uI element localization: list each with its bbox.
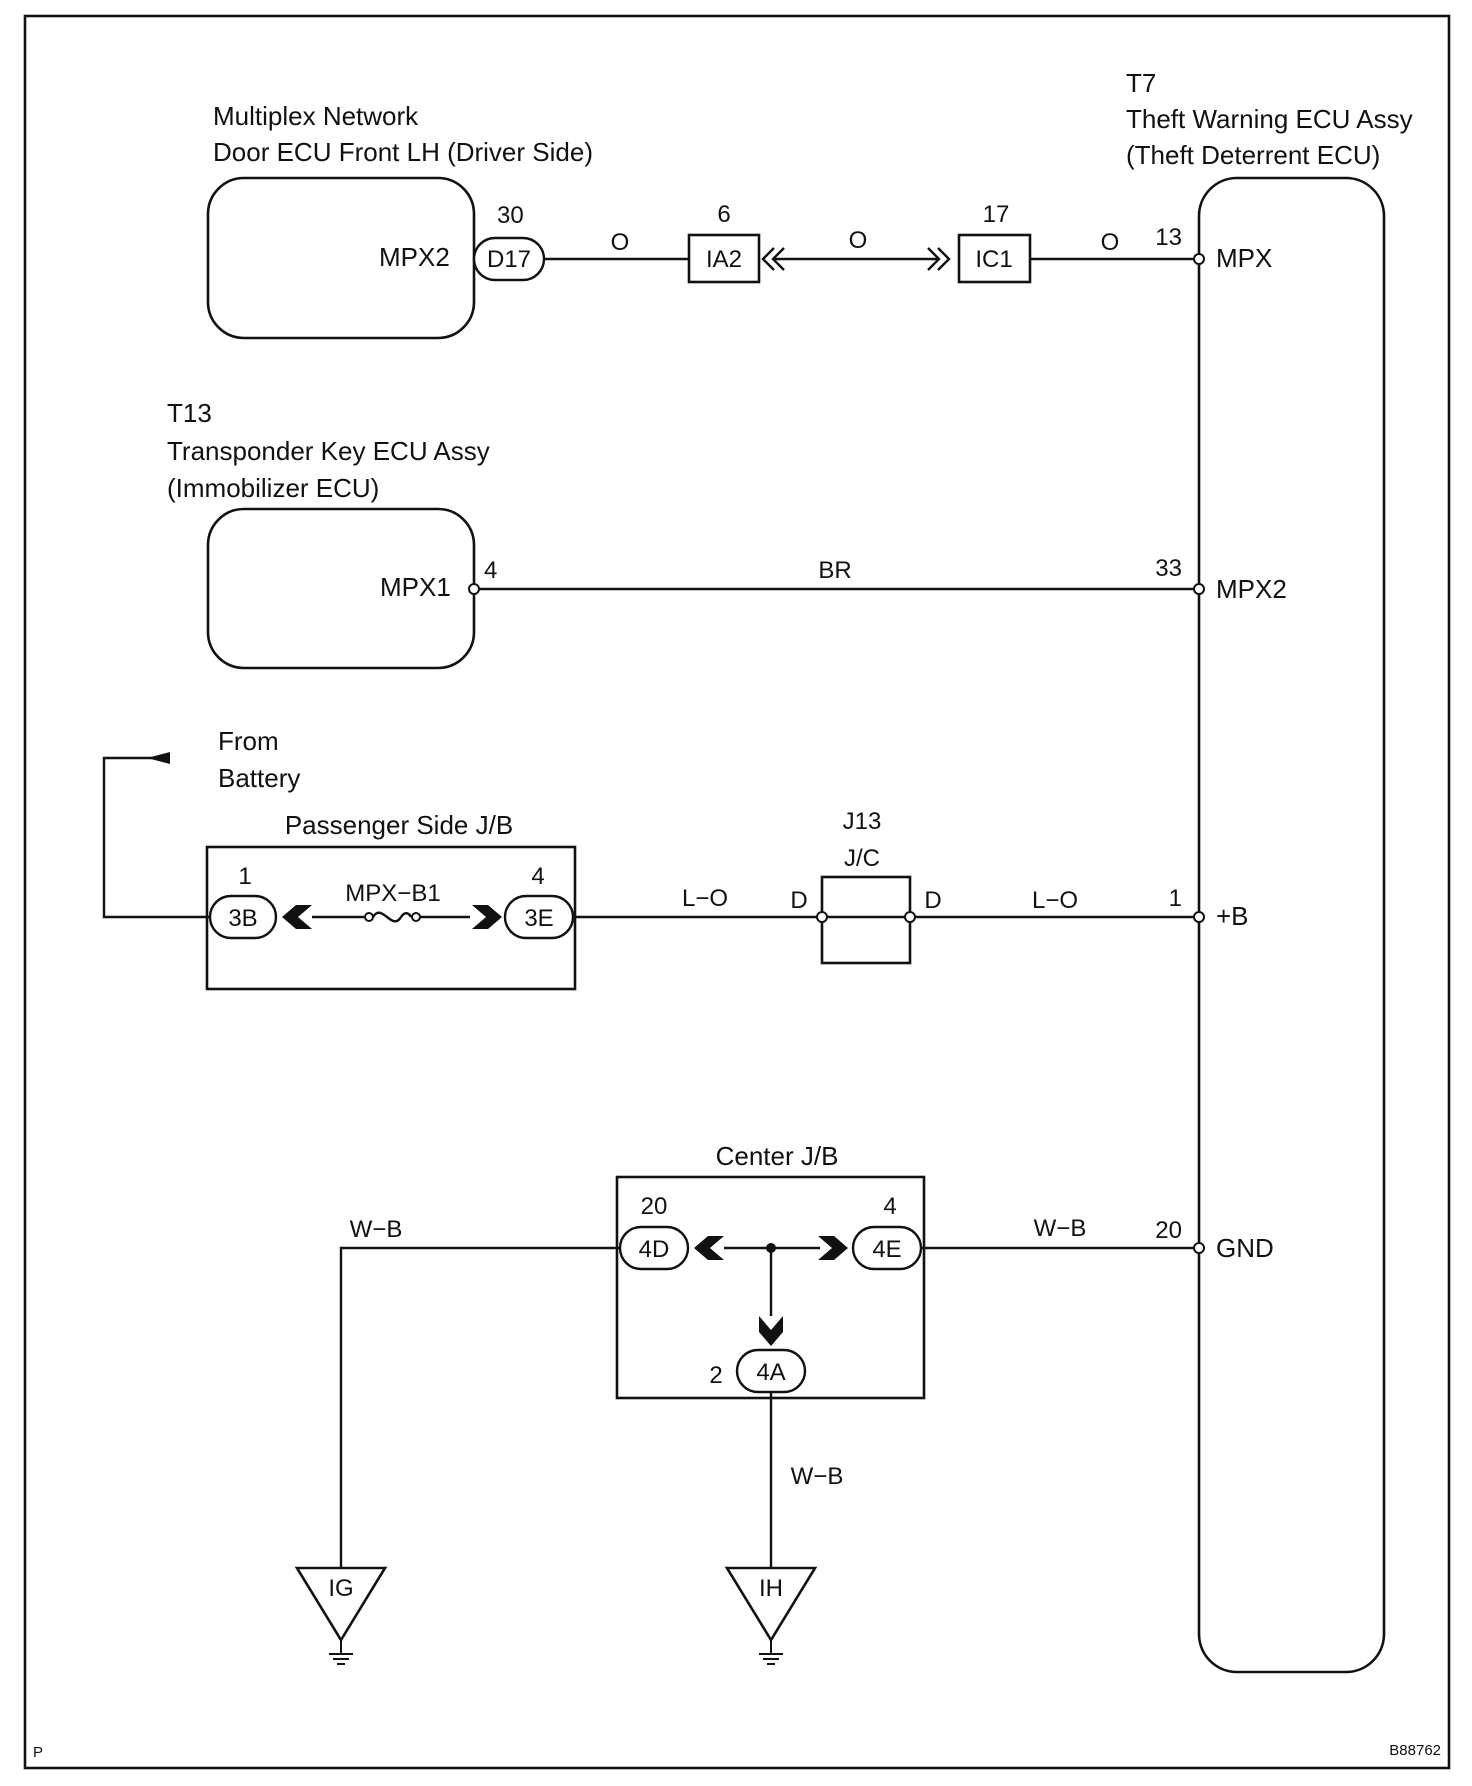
wire-lo-2-label: L−O: [1032, 887, 1078, 914]
transponder-ecu-title-line2: (Immobilizer ECU): [167, 473, 379, 503]
fuse-terminal-left: [364, 912, 374, 922]
wire-lo-1-label: L−O: [682, 885, 728, 912]
theft-pin-13-node: [1193, 253, 1205, 265]
chevron-right-icon: [472, 905, 502, 929]
wire-wb-left: [339, 1246, 620, 1568]
jc-box: [820, 875, 912, 965]
center-jb-title: Center J/B: [716, 1141, 839, 1171]
battery-label-line2: Battery: [218, 763, 300, 793]
arrow-right-icon: [927, 247, 951, 271]
chevron-left-icon: [282, 905, 312, 929]
junction-ic1-label: IC1: [975, 246, 1012, 273]
transponder-ecu-title-line1: Transponder Key ECU Assy: [167, 436, 490, 466]
connector-4d-label: 4D: [639, 1236, 670, 1263]
theft-ecu-box: [1197, 176, 1386, 1674]
junction-ia2: [687, 233, 761, 284]
connector-3e-label: 3E: [524, 905, 553, 932]
theft-pin-20-number: 20: [1155, 1217, 1182, 1244]
jc-left-pin: D: [790, 887, 807, 914]
wire-o-2-label: O: [849, 227, 868, 254]
battery-label-line1: From: [218, 726, 279, 756]
wire-o-1-label: O: [611, 229, 630, 256]
wire-from-battery: [102, 756, 210, 919]
theft-ecu-title-line1: Theft Warning ECU Assy: [1126, 104, 1413, 134]
connector-4a-label: 4A: [756, 1359, 785, 1386]
theft-pin-1-node: [1193, 911, 1205, 923]
door-ecu-pin-name: MPX2: [379, 242, 450, 272]
wire-o-3-label: O: [1101, 229, 1120, 256]
ground-ig-icon: [329, 1640, 353, 1665]
passenger-jb-right-pin: 4: [531, 863, 544, 890]
wire-br-label: BR: [818, 557, 851, 584]
connector-3b: [208, 894, 278, 940]
ic1-pin-number: 17: [983, 201, 1010, 228]
transponder-ecu-pin-name: MPX1: [380, 572, 451, 602]
connector-4e-label: 4E: [872, 1236, 901, 1263]
center-chevron-down-icon: [759, 1316, 783, 1346]
diagram-frame: [23, 14, 1451, 1770]
wire-wb-down-label: W−B: [791, 1463, 844, 1490]
fuse-icon: [371, 911, 413, 923]
connector-d17-label: D17: [487, 246, 531, 273]
ground-ig-label: IG: [328, 1575, 353, 1602]
ground-ih-label: IH: [759, 1575, 783, 1602]
fuse-terminal-right: [411, 912, 421, 922]
center-jb-bottom-pin: 2: [709, 1362, 722, 1389]
junction-ia2-label: IA2: [706, 246, 742, 273]
wire-wb-left-label: W−B: [350, 1216, 403, 1243]
wire-wb-right-label: W−B: [1034, 1215, 1087, 1242]
jc-name: J/C: [844, 845, 880, 872]
theft-pin-13-number: 13: [1155, 224, 1182, 251]
passenger-jb-left-pin: 1: [238, 863, 251, 890]
theft-pin-13-name: MPX: [1216, 243, 1272, 273]
jc-code: J13: [843, 808, 882, 835]
corner-mark-left: P: [33, 1744, 43, 1761]
center-jb-left-pin: 20: [641, 1193, 668, 1220]
door-ecu-title-line1: Multiplex Network: [213, 101, 419, 131]
door-ecu-title-line2: Door ECU Front LH (Driver Side): [213, 137, 593, 167]
theft-pin-20-node: [1193, 1242, 1205, 1254]
transponder-pin-number: 4: [484, 557, 497, 584]
jc-node-left: [816, 911, 828, 923]
theft-ecu-code: T7: [1126, 68, 1156, 98]
theft-ecu-title-line2: (Theft Deterrent ECU): [1126, 140, 1380, 170]
theft-pin-20-name: GND: [1216, 1233, 1274, 1263]
theft-pin-1-name: +B: [1216, 901, 1249, 931]
theft-pin-33-node: [1193, 583, 1205, 595]
transponder-pin-node: [468, 583, 480, 595]
ground-ih-triangle: [724, 1566, 818, 1643]
ia2-pin-number: 6: [717, 201, 730, 228]
center-chevron-left-icon: [694, 1236, 724, 1260]
theft-pin-33-number: 33: [1155, 555, 1182, 582]
theft-pin-33-name: MPX2: [1216, 574, 1287, 604]
passenger-jb-title: Passenger Side J/B: [285, 810, 513, 840]
ground-ig-triangle: [294, 1566, 388, 1643]
connector-3b-label: 3B: [228, 905, 257, 932]
jc-node-right: [904, 911, 916, 923]
battery-arrow-icon: [147, 752, 170, 764]
fuse-label: MPX−B1: [345, 880, 440, 907]
door-ecu-pin-number: 30: [497, 202, 524, 229]
transponder-ecu-code: T13: [167, 398, 212, 428]
corner-mark-right: B88762: [1389, 1742, 1441, 1759]
jc-right-pin: D: [924, 887, 941, 914]
center-jb-right-pin: 4: [883, 1193, 896, 1220]
center-chevron-right-icon: [818, 1236, 848, 1260]
ground-ih-icon: [759, 1640, 783, 1665]
theft-pin-1-number: 1: [1169, 885, 1182, 912]
